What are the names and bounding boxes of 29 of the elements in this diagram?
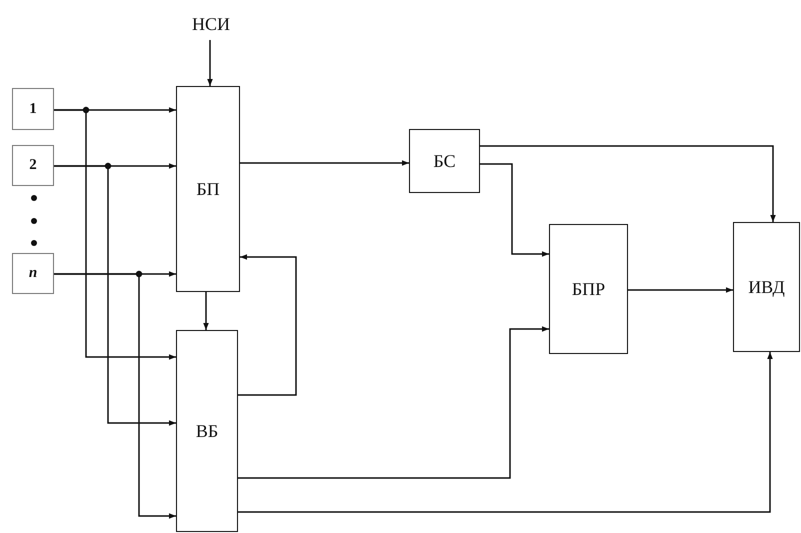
arrow <box>240 160 409 166</box>
block-label: 2 <box>29 158 37 173</box>
arrow <box>628 287 733 293</box>
block-label: ВБ <box>196 422 218 440</box>
signal-label: НСИ <box>192 15 230 33</box>
input-box <box>12 145 54 186</box>
block-label: БПР <box>572 280 606 298</box>
block-box <box>733 222 800 352</box>
block-label: n <box>28 266 38 281</box>
block-box <box>409 129 480 193</box>
arrow <box>54 273 176 519</box>
block-box <box>176 86 240 292</box>
block-box <box>549 224 628 354</box>
arrow <box>207 40 213 86</box>
arrow <box>54 109 176 360</box>
block-label: ИВД <box>748 278 785 296</box>
arrow <box>238 326 549 479</box>
arrow <box>203 292 209 330</box>
arrow <box>54 165 176 426</box>
input-box <box>12 88 54 130</box>
arrow <box>238 254 297 396</box>
arrow <box>238 352 773 513</box>
arrow <box>480 145 776 222</box>
block-box <box>176 330 238 532</box>
arrow <box>480 163 549 257</box>
block-label: 1 <box>29 102 37 116</box>
input-box <box>12 253 54 294</box>
block-label: БП <box>196 180 220 198</box>
block-label: БС <box>433 152 456 170</box>
